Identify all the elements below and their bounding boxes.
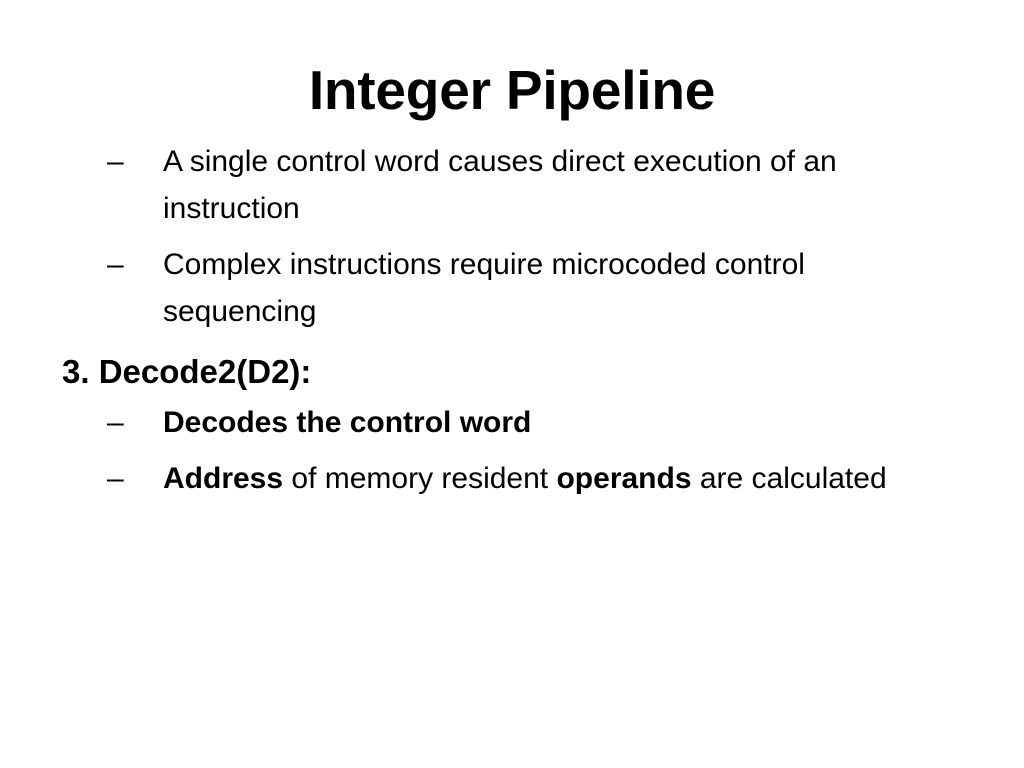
slide-body: – A single control word causes direct ex… — [0, 138, 1024, 504]
emphasis-operands: operands — [556, 462, 692, 495]
list-item: – A single control word causes direct ex… — [0, 138, 1024, 232]
dash-bullet-icon: – — [107, 248, 124, 281]
section-heading: 3. Decode2(D2): — [0, 348, 1024, 395]
emphasis-address: Address — [163, 462, 284, 495]
text-run-of-memory-resident: of memory resident — [283, 462, 557, 495]
list-item: – Address of memory resident operands ar… — [0, 455, 1024, 502]
dash-bullet-icon: – — [107, 462, 124, 495]
list-item-label: Decodes the control word — [163, 406, 532, 439]
list-item-label: Complex instructions require microcoded … — [163, 248, 805, 328]
list-item-label: A single control word causes direct exec… — [163, 145, 837, 225]
page-title: Integer Pipeline — [308, 59, 716, 121]
dash-bullet-icon: – — [107, 145, 124, 178]
dash-bullet-icon: – — [107, 406, 124, 439]
text-run-are-calculated: are calculated — [691, 462, 887, 495]
section-heading-label: 3. Decode2(D2): — [62, 353, 312, 390]
list-item: – Decodes the control word — [0, 399, 1024, 446]
list-item: – Complex instructions require microcode… — [0, 241, 1024, 335]
list-item-label: Address of memory resident operands are … — [163, 455, 960, 502]
